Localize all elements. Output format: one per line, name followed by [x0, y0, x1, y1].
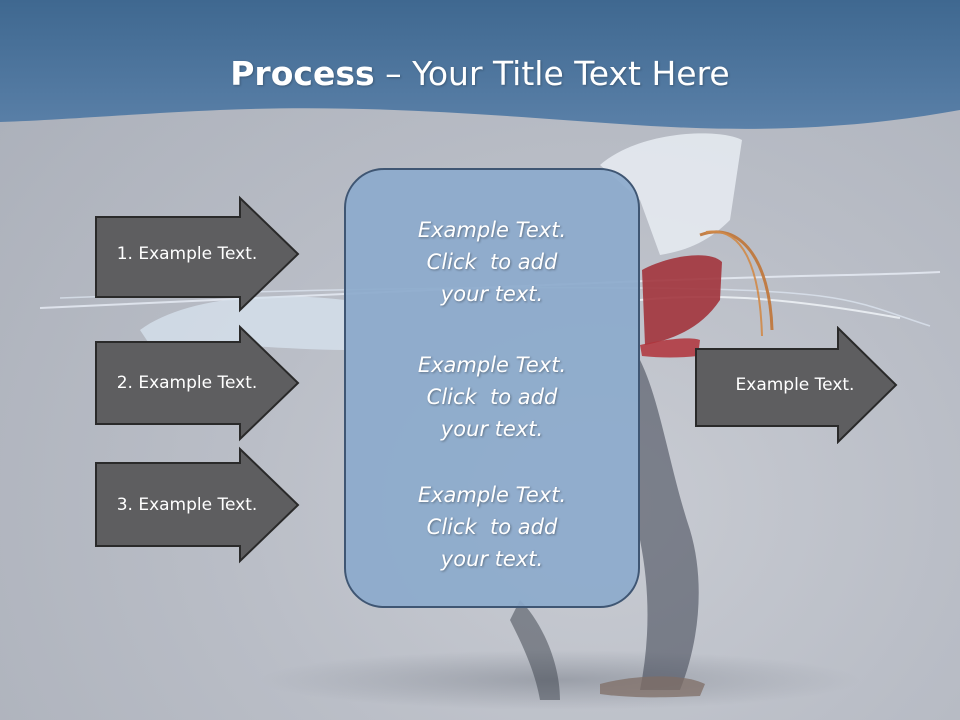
center-line: your text.: [440, 282, 544, 306]
title-rest: – Your Title Text Here: [374, 54, 730, 93]
center-text-block-1[interactable]: Example Text. Click to add your text.: [346, 214, 638, 310]
arrow-shape: [95, 195, 300, 313]
right-arrow-label: Example Text.: [735, 375, 855, 395]
arrow-shape: [95, 446, 300, 564]
center-content-box[interactable]: Example Text. Click to add your text. Ex…: [344, 168, 640, 608]
center-line: your text.: [440, 547, 544, 571]
left-arrow-2[interactable]: 2. Example Text.: [95, 324, 303, 442]
center-line: Example Text.: [417, 353, 567, 377]
left-arrow-3[interactable]: 3. Example Text.: [95, 446, 303, 564]
center-line: your text.: [440, 417, 544, 441]
right-arrow[interactable]: Example Text.: [695, 326, 901, 444]
center-text-block-2[interactable]: Example Text. Click to add your text.: [346, 349, 638, 445]
arrow-label-3: 3. Example Text.: [116, 495, 258, 515]
left-arrow-1[interactable]: 1. Example Text.: [95, 195, 303, 313]
arrow-shape: [95, 324, 300, 442]
slide-title[interactable]: Process – Your Title Text Here: [0, 52, 960, 96]
center-line: Click to add: [426, 250, 558, 274]
center-line: Click to add: [426, 515, 558, 539]
header-band: [0, 0, 960, 129]
center-line: Click to add: [426, 385, 558, 409]
arrow-label-1: 1. Example Text.: [116, 244, 258, 264]
center-text-block-3[interactable]: Example Text. Click to add your text.: [346, 479, 638, 575]
center-line: Example Text.: [417, 218, 567, 242]
arrow-label-2: 2. Example Text.: [116, 373, 258, 393]
center-line: Example Text.: [417, 483, 567, 507]
arrow-shape: [695, 326, 898, 444]
title-bold: Process: [230, 54, 375, 93]
